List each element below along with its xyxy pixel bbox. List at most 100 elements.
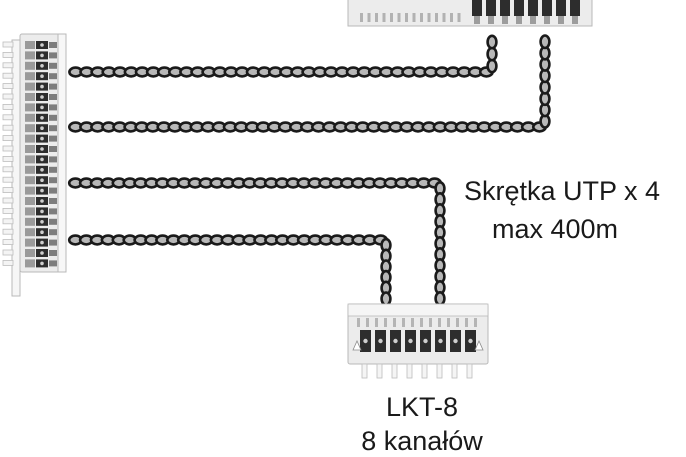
twisted-pair-cables <box>67 34 551 307</box>
panel-contact-grey <box>25 259 35 268</box>
panel-contact-grey <box>25 155 35 164</box>
panel-pin <box>2 41 14 48</box>
top-block-contact <box>542 0 552 16</box>
panel-contact-grey <box>25 165 35 174</box>
block-arrow-right-icon <box>474 340 484 351</box>
panel-screw <box>40 209 44 214</box>
panel-contact-small <box>49 239 57 246</box>
cable-length-label: max 400m <box>492 214 619 244</box>
panel-contact-small <box>49 125 57 132</box>
block-pin <box>391 363 398 379</box>
block-pin <box>421 363 428 379</box>
panel-contact-grey <box>25 72 35 81</box>
panel-contact-small <box>49 260 57 267</box>
panel-contact-small <box>49 250 57 256</box>
panel-contact-small <box>49 208 57 215</box>
block-pin <box>406 363 413 379</box>
block-contact-screw <box>438 338 443 344</box>
top-block-rib <box>405 13 408 22</box>
panel-contact-small <box>49 62 57 69</box>
panel-contact-grey <box>25 82 35 91</box>
top-block-contact <box>472 0 482 16</box>
panel-contact-grey <box>25 124 35 133</box>
panel-screw <box>40 261 44 266</box>
panel-screw <box>40 105 44 110</box>
block-rib <box>474 318 477 327</box>
block-rib <box>438 318 441 327</box>
panel-contact-small <box>49 83 57 90</box>
panel-contact-grey <box>25 186 35 195</box>
panel-contact-grey <box>25 228 35 237</box>
top-block-contact-foot <box>544 16 550 24</box>
panel-screw <box>40 136 44 141</box>
panel-contact-small <box>49 156 57 163</box>
top-block-contact-foot <box>558 16 564 24</box>
panel-screw <box>40 95 44 99</box>
terminal-block-lkt8 <box>347 303 489 379</box>
top-block-contact <box>528 0 538 16</box>
block-rib <box>465 318 468 327</box>
panel-contact-grey <box>25 61 35 70</box>
block-contact-screw <box>408 338 413 344</box>
panel-contact-grey <box>25 249 35 257</box>
block-rib <box>402 318 405 327</box>
top-block-contact <box>570 0 580 16</box>
block-contact-screw <box>453 338 458 344</box>
panel-contact-small <box>49 94 57 100</box>
block-rib <box>429 318 432 327</box>
panel-screw <box>40 126 44 130</box>
panel-pin <box>2 83 14 89</box>
panel-contact-small <box>49 198 57 204</box>
top-block-rib <box>412 13 416 22</box>
panel-pin <box>2 166 14 173</box>
top-block-contact-foot <box>516 16 522 24</box>
top-block-contact-foot <box>572 16 578 24</box>
block-pin <box>436 363 443 379</box>
block-contact-screw <box>363 338 368 344</box>
panel-contact-grey <box>25 217 35 226</box>
panel-screw <box>40 53 44 58</box>
panel-contact-small <box>49 177 57 184</box>
panel-contact-small <box>49 42 57 48</box>
panel-contact-grey <box>25 238 35 247</box>
panel-contact-grey <box>25 51 35 60</box>
panel-screw <box>40 199 44 203</box>
panel-pin <box>2 62 14 69</box>
panel-screw <box>40 157 44 162</box>
panel-contact-grey <box>25 207 35 216</box>
block-pin <box>451 363 458 379</box>
block-rib <box>384 318 387 327</box>
top-block-contact <box>500 0 510 16</box>
panel-pin <box>2 135 14 142</box>
panel-contact-small <box>49 229 57 236</box>
block-contact-screw <box>378 338 383 344</box>
panel-pin <box>2 104 14 110</box>
panel-contact-small <box>49 218 57 225</box>
panel-pin <box>2 114 14 121</box>
panel-screw <box>40 74 44 78</box>
block-top-rail <box>347 303 489 317</box>
top-block-rib <box>442 13 446 22</box>
block-rib <box>375 318 378 327</box>
panel-screw <box>40 43 44 47</box>
block-rib <box>366 318 369 327</box>
top-block-contact <box>556 0 566 16</box>
top-block-rib <box>375 13 378 22</box>
cable-4 <box>67 234 392 307</box>
panel-pin <box>2 176 14 183</box>
block-rib <box>420 318 423 327</box>
block-pin <box>466 363 473 379</box>
block-rib <box>456 318 459 327</box>
block-rib <box>393 318 396 327</box>
panel-pin <box>2 249 14 256</box>
block-arrow-left-icon <box>352 340 362 351</box>
patch-panel-left <box>2 33 67 297</box>
panel-edge-strip <box>57 33 67 273</box>
top-block-contact <box>486 0 496 16</box>
panel-screw <box>40 168 44 172</box>
panel-contact-small <box>49 52 57 59</box>
block-rib <box>447 318 450 327</box>
top-block-rib <box>360 13 363 22</box>
top-block-rib <box>397 13 401 22</box>
